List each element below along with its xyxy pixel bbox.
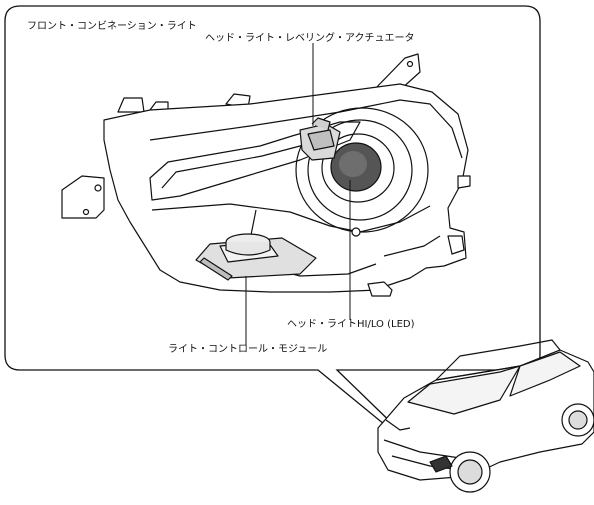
light-control-module-label: ライト・コントロール・モジュール: [168, 344, 328, 355]
diagram-title: フロント・コンビネーション・ライト: [27, 21, 197, 32]
headlight-hilo-label: ヘッド・ライトHI/LO (LED): [287, 319, 415, 330]
vehicle-illustration: [377, 339, 594, 493]
leveling-actuator-label: ヘッド・ライト・レベリング・アクチュエータ: [205, 33, 415, 44]
headlamp-assembly: [61, 53, 471, 297]
